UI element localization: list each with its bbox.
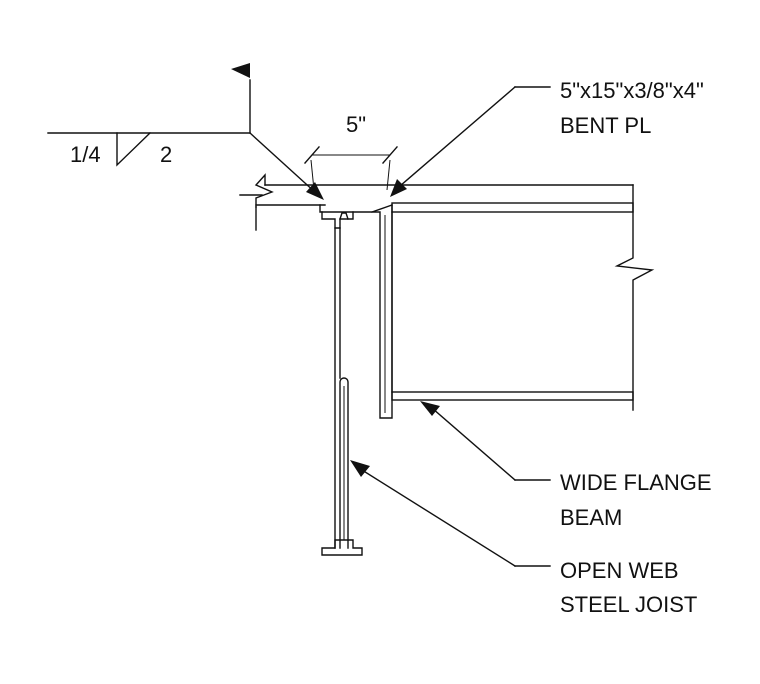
- weld-symbol: 1/4 2: [47, 63, 324, 200]
- beam-bottom-flange: [391, 391, 634, 401]
- open-web-steel-joist: [321, 211, 363, 556]
- deck-top-line: [239, 173, 634, 231]
- beam-leader-line: [431, 407, 516, 481]
- bent-plate-leader-arrowhead: [390, 179, 407, 197]
- beam-break-symbol: [614, 184, 655, 411]
- seat-width-label: 5": [346, 112, 366, 137]
- beam-label-line1: WIDE FLANGE: [560, 470, 712, 495]
- joist-bottom-chord-angles: [321, 539, 363, 556]
- seat-width-dimension: 5": [304, 112, 398, 191]
- beam-label-line2: BEAM: [560, 505, 622, 530]
- dimension-tick-right: [382, 146, 398, 164]
- joist-diagonal-web: [339, 377, 349, 549]
- wide-flange-beam: [391, 184, 655, 411]
- joist-top-chord-angles: [321, 211, 354, 229]
- bent-plate-label-line1: 5"x15"x3/8"x4": [560, 78, 704, 103]
- weld-leader-line: [249, 132, 317, 194]
- joist-label-line2: STEEL JOIST: [560, 592, 697, 617]
- bent-plate-outline: [319, 204, 393, 419]
- beam-callout: WIDE FLANGE BEAM: [420, 401, 712, 530]
- dimension-tick-left: [304, 146, 320, 164]
- joist-top-chord-gap: [339, 212, 349, 220]
- left-break-symbol-upper: [254, 173, 274, 208]
- fillet-weld-icon: [116, 132, 151, 167]
- bent-plate-leader-line: [399, 86, 516, 187]
- field-weld-flag-icon: [231, 63, 250, 78]
- bent-plate-bend-weld: [371, 204, 393, 213]
- joist-leader-line: [361, 469, 516, 567]
- beam-leader-arrowhead: [420, 401, 440, 416]
- weld-leader-arrowhead: [306, 182, 324, 200]
- beam-top-flange: [391, 202, 634, 213]
- bent-plate: [319, 204, 393, 419]
- bent-plate-callout: 5"x15"x3/8"x4" BENT PL: [390, 78, 704, 197]
- weld-length-label: 2: [160, 142, 172, 167]
- weld-size-label: 1/4: [70, 142, 101, 167]
- joist-callout: OPEN WEB STEEL JOIST: [350, 460, 697, 617]
- bent-plate-label-line2: BENT PL: [560, 113, 651, 138]
- joist-label-line1: OPEN WEB: [560, 558, 679, 583]
- joist-leader-arrowhead: [350, 460, 370, 477]
